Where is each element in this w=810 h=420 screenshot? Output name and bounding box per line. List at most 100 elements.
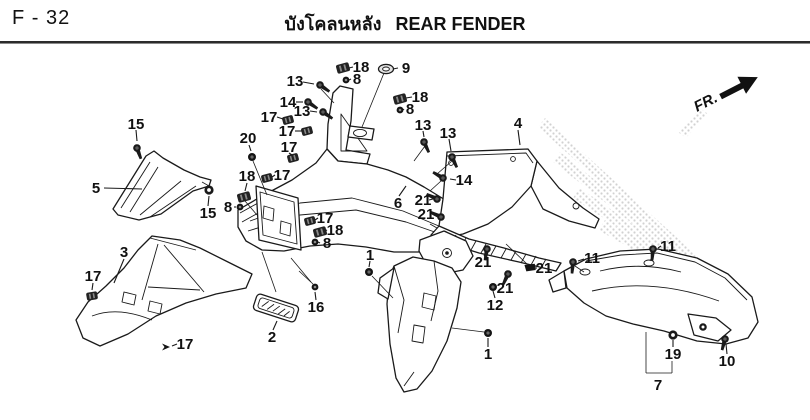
fastener-screw-shape — [439, 215, 443, 219]
callout-9: 9 — [402, 60, 410, 77]
fastener-screw-shape — [506, 272, 510, 276]
callout-8: 8 — [406, 101, 414, 118]
callout-18: 18 — [412, 89, 429, 106]
fastener-clip-shape — [267, 174, 271, 181]
callout-11: 11 — [584, 250, 600, 267]
fastener-clip2 — [393, 93, 407, 105]
callout-17: 17 — [274, 167, 291, 184]
fastener-clip — [261, 173, 273, 183]
fastener-bolt-shape — [250, 155, 254, 159]
callout-10: 10 — [719, 353, 736, 370]
callout-18: 18 — [353, 59, 370, 76]
fastener-bolt — [365, 268, 373, 276]
fastener-nut8-shape — [238, 205, 242, 209]
callout-14: 14 — [280, 94, 297, 111]
leader-line — [113, 258, 125, 284]
fastener-clip — [282, 115, 294, 125]
fastener-wedge-shape — [524, 263, 536, 272]
assembly-line — [320, 88, 335, 104]
fastener-screw-shape — [136, 150, 143, 160]
fastener-clip2-shape — [320, 228, 324, 235]
fastener-screw — [319, 108, 334, 120]
fasteners — [86, 62, 729, 351]
callout-8: 8 — [224, 199, 232, 216]
page-code: F - 32 — [12, 7, 71, 29]
page-title-thai: บังโคลนหลัง — [284, 14, 382, 34]
fastener-screw-shape — [306, 100, 310, 104]
assembly-line — [451, 327, 485, 333]
fastener-clip2-shape — [338, 65, 343, 72]
fastener-clip-shape — [284, 117, 288, 124]
fastener-oval-shape — [382, 66, 390, 72]
leader-line — [449, 178, 457, 181]
callout-17: 17 — [85, 268, 102, 285]
callout-1: 1 — [366, 247, 374, 264]
page-header: F - 32 บังโคลนหลัง REAR FENDER — [0, 0, 810, 42]
fastener-screw — [133, 144, 143, 160]
callout-17: 17 — [317, 210, 334, 227]
assembly-line — [361, 72, 385, 128]
callout-4: 4 — [514, 115, 523, 132]
assembly-line — [436, 160, 453, 175]
page-title-en: REAR FENDER — [395, 14, 526, 34]
fastener-nut8-shape — [313, 240, 317, 244]
wing-feather — [538, 118, 740, 301]
leader-line — [244, 182, 248, 192]
leader-line — [368, 260, 371, 268]
assembly-line — [429, 180, 442, 192]
fastener-clip-shape — [261, 173, 273, 183]
fastener-nut8 — [311, 283, 319, 291]
leader-line — [492, 290, 496, 299]
fastener-screw-shape — [432, 171, 442, 179]
leader-line — [398, 185, 407, 197]
fastener-screw-shape — [650, 251, 655, 261]
fastener-screw — [448, 153, 459, 168]
fastener-clip2-shape — [336, 62, 350, 74]
assembly-line — [574, 265, 585, 273]
fastener-bolt-shape — [491, 285, 495, 289]
callout-14: 14 — [456, 172, 473, 189]
fastener-screw-shape — [651, 247, 655, 251]
callout-17: 17 — [261, 109, 278, 126]
fastener-screw-shape — [451, 158, 459, 168]
fastener-clip-shape — [301, 126, 313, 136]
leader-line — [103, 187, 143, 190]
callout-13: 13 — [440, 125, 457, 142]
callout-21: 21 — [415, 192, 432, 209]
part-3-undertail-assembly — [75, 235, 253, 347]
fastener-clip-shape — [306, 218, 310, 225]
fastener-clip2 — [313, 226, 327, 238]
leader-line — [348, 78, 352, 81]
fastener-oval — [377, 63, 395, 75]
fastener-clip — [301, 126, 313, 136]
fastener-screw-shape — [723, 337, 727, 341]
assembly-line — [371, 275, 394, 299]
part-5-side-fin — [112, 150, 212, 221]
callout-17: 17 — [281, 139, 298, 156]
leader-line — [431, 213, 437, 217]
fastener-screw-shape — [318, 83, 322, 87]
fastener-bolt-shape — [367, 270, 371, 274]
leader-line — [314, 217, 319, 221]
fastener-nut8-shape — [398, 108, 402, 112]
header-divider — [0, 41, 810, 44]
callout-19: 19 — [665, 346, 682, 363]
callout-11: 11 — [660, 238, 676, 255]
callout-21: 21 — [536, 260, 553, 277]
callout-21: 21 — [497, 280, 514, 297]
assembly-line — [413, 145, 426, 162]
fastener-screw-shape — [485, 247, 489, 251]
fastener-bolt-shape — [486, 331, 490, 335]
leader-line — [248, 144, 252, 152]
assembly-line — [505, 243, 528, 265]
fastener-clip2-shape — [393, 93, 407, 105]
assembly-lines — [201, 72, 673, 374]
fastener-clip-shape — [282, 115, 294, 125]
fastener-screw-shape — [570, 264, 575, 274]
leader-line — [504, 276, 508, 282]
fastener-nut8-shape — [313, 285, 317, 289]
fastener-nut8-shape — [344, 78, 348, 82]
callout-15: 15 — [128, 116, 145, 133]
fastener-grommet — [668, 330, 678, 340]
